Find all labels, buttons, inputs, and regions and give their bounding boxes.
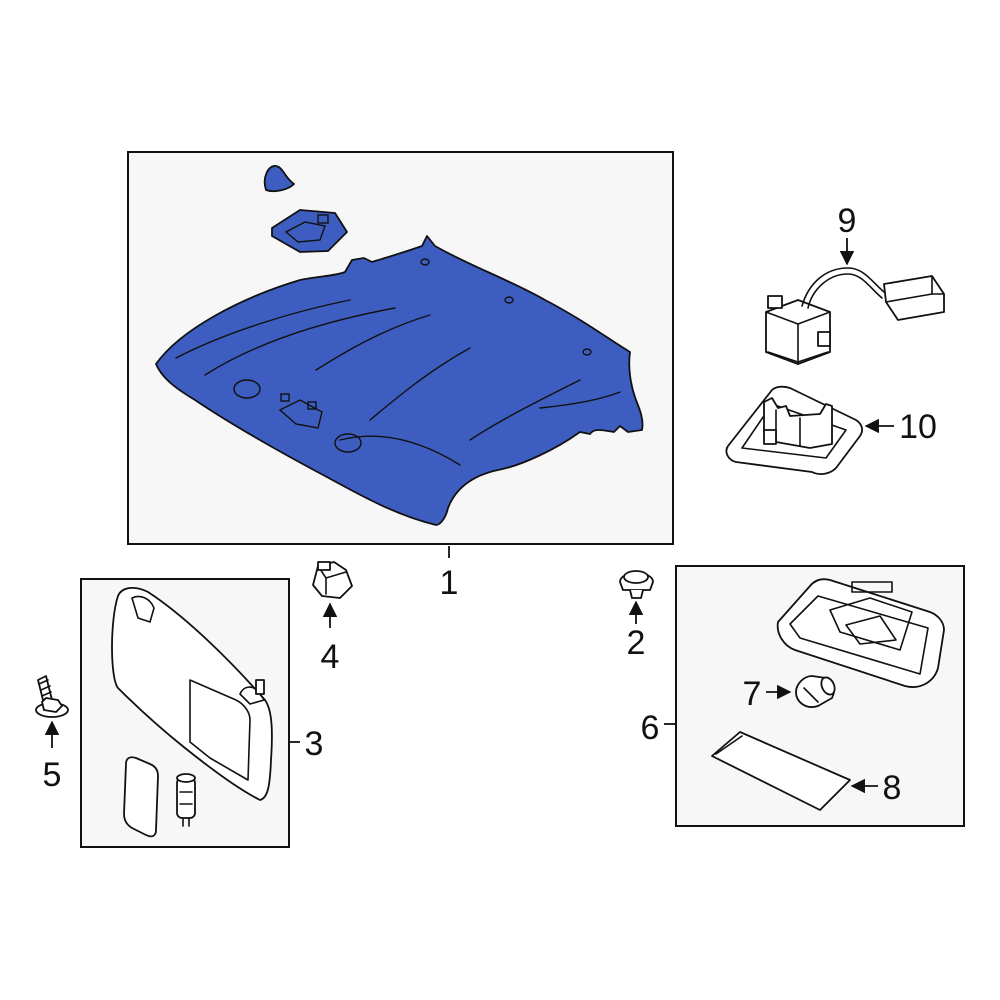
headliner-clip bbox=[263, 165, 295, 193]
callout-6: 6 bbox=[641, 709, 660, 747]
callout-3: 3 bbox=[305, 725, 324, 763]
callout-7: 7 bbox=[743, 675, 762, 713]
screw bbox=[35, 675, 69, 718]
sun-visor bbox=[111, 587, 273, 801]
callout-8: 8 bbox=[883, 769, 902, 807]
lamp-housing bbox=[776, 578, 945, 688]
callout-5: 5 bbox=[43, 756, 62, 794]
callout-9: 9 bbox=[838, 202, 857, 240]
visor-bulb bbox=[176, 773, 196, 827]
callout-1: 1 bbox=[440, 564, 459, 602]
lamp-module bbox=[765, 267, 945, 365]
visor-holder bbox=[312, 561, 353, 599]
callout-2: 2 bbox=[627, 624, 646, 662]
lamp-bracket bbox=[725, 385, 863, 475]
lamp-bulb bbox=[795, 675, 836, 708]
callout-10: 10 bbox=[899, 408, 937, 446]
callout-4: 4 bbox=[321, 638, 340, 676]
headliner-panel bbox=[155, 235, 644, 526]
headliner-group bbox=[127, 151, 674, 545]
sun-visor-group bbox=[80, 578, 290, 848]
push-pin-clip bbox=[619, 570, 654, 599]
lamp-lens bbox=[711, 731, 851, 811]
visor-mirror-cover bbox=[123, 756, 159, 838]
dome-lamp-group bbox=[675, 565, 965, 827]
